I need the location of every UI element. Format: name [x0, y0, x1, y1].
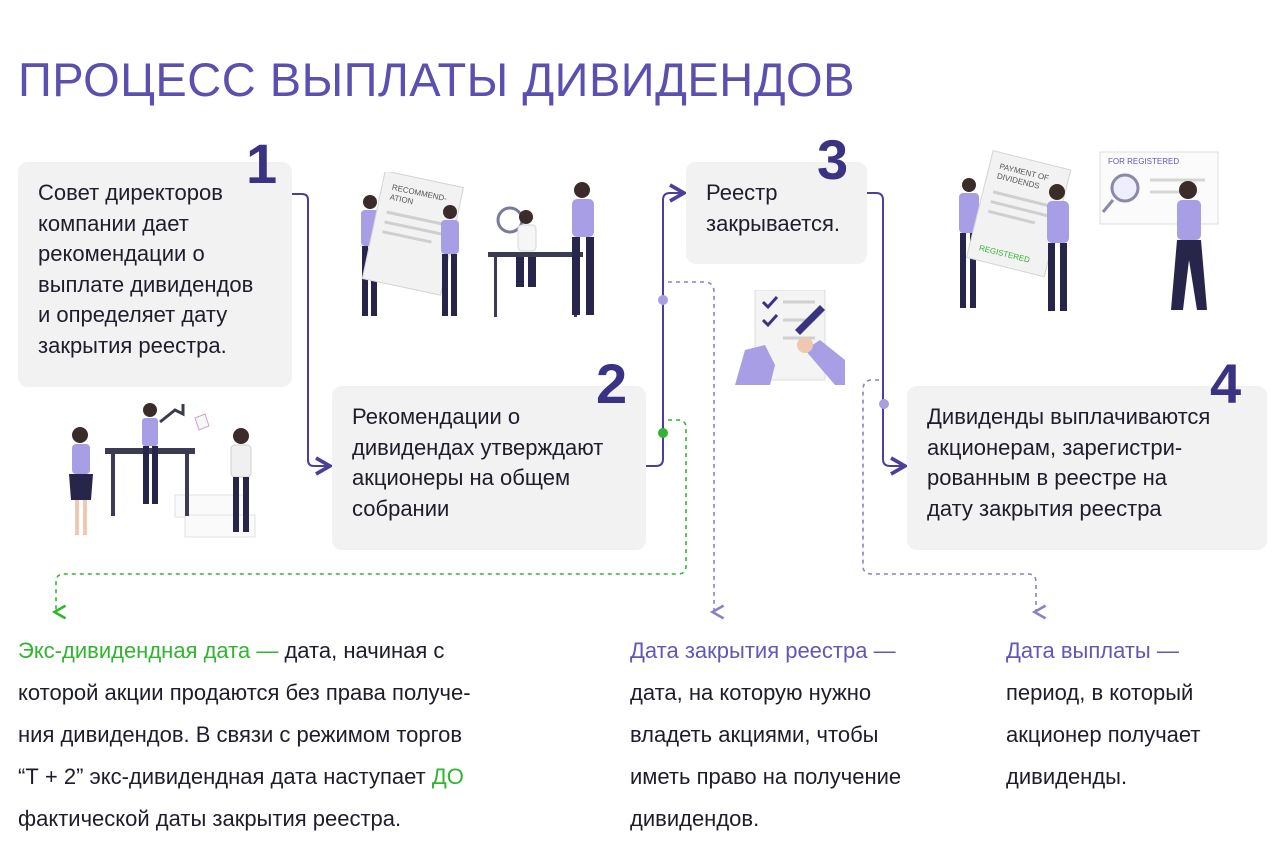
definition-payment-date: Дата выплаты — период, в который акционе…: [1006, 630, 1266, 798]
step-number-4: 4: [1210, 352, 1242, 415]
payment-date-text: период, в который акционер получает диви…: [1006, 680, 1201, 789]
ex-dividend-highlight: ДО: [431, 764, 464, 789]
payment-date-dot: [879, 399, 889, 409]
ex-dividend-dashed-line: [51, 419, 687, 620]
step-card-3: Реестр закрывается.: [686, 162, 867, 264]
step-number-3: 3: [817, 128, 849, 191]
step-card-1: Совет директоров компании дает рекоменда…: [18, 162, 292, 387]
step-2-text: Рекомендации о дивидендах утверждают акц…: [352, 404, 604, 521]
step-number-1: 1: [246, 132, 278, 195]
step-card-2: Рекомендации о дивидендах утверждают акц…: [332, 386, 646, 550]
page-title: ПРОЦЕСС ВЫПЛАТЫ ДИВИДЕНДОВ: [18, 53, 855, 106]
board-label: FOR REGISTERED: [1108, 157, 1179, 166]
record-date-term: Дата закрытия реестра —: [630, 638, 896, 663]
connector-2-3: [646, 183, 688, 467]
record-date-text: дата, на которую нужно владеть акциями, …: [630, 680, 902, 831]
ex-dividend-text: дата, начиная с которой акции продаются …: [18, 638, 471, 789]
step-card-4: Дивиденды выплачиваются акционерам, заре…: [907, 386, 1267, 550]
definition-ex-dividend-date: Экс-дивидендная дата — дата, начиная с к…: [18, 630, 598, 840]
board-meeting-illustration: [69, 403, 256, 538]
step-1-text: Совет директоров компании дает рекоменда…: [38, 180, 254, 358]
step-number-2: 2: [596, 352, 628, 415]
record-date-dot: [658, 295, 668, 305]
ex-dividend-dot: [658, 428, 668, 438]
payment-illustration: FOR REGISTERED PAYMENT OFDIVIDENDS REGIS…: [959, 150, 1219, 311]
ex-dividend-term: Экс-дивидендная дата —: [18, 638, 279, 663]
ex-dividend-tail: фактической даты закрытия реестра.: [18, 806, 402, 831]
definition-record-date: Дата закрытия реестра — дата, на которую…: [630, 630, 970, 840]
connector-1-2: [292, 193, 334, 476]
recommendation-illustration: RECOMMEND-ATION: [361, 172, 594, 317]
step-4-text: Дивиденды выплачиваются акционерам, заре…: [927, 404, 1211, 521]
connector-3-4: [867, 192, 909, 476]
step-3-text: Реестр закрывается.: [706, 180, 841, 236]
record-date-dashed-line: [668, 281, 725, 620]
payment-date-term: Дата выплаты —: [1006, 638, 1179, 663]
checklist-illustration: [735, 290, 845, 385]
